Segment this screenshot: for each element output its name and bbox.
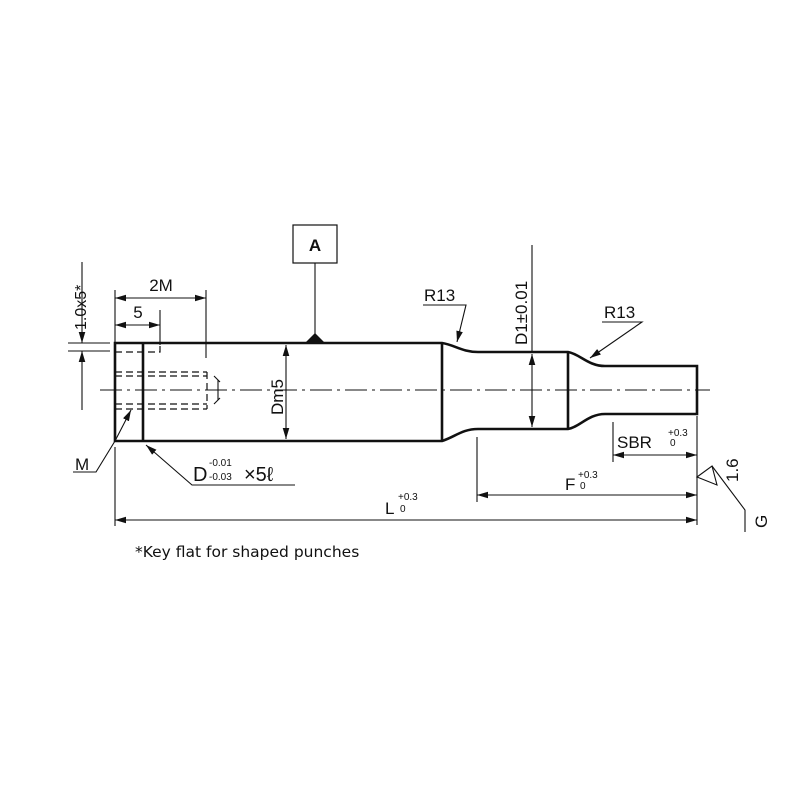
hidden-hole-lines: [115, 345, 221, 410]
roughness-grade: G: [752, 515, 771, 528]
dim-dm5: Dm5: [268, 345, 290, 439]
dim-d1-label: D1±0.01: [512, 281, 531, 345]
dim-d: D -0.01 -0.03 ×5ℓ: [145, 444, 295, 486]
dim-d-suffix: ×5ℓ: [244, 464, 274, 486]
radius-2: R13: [589, 303, 644, 359]
dim-5-label: 5: [133, 303, 142, 322]
dim-f-lower: 0: [580, 481, 586, 492]
dim-sbr-label: SBR: [617, 433, 652, 452]
dim-f-upper: +0.3: [578, 470, 598, 481]
dim-sbr: SBR +0.3 0: [612, 416, 698, 525]
thread-m-label: M: [75, 455, 89, 474]
chamfer-dimension: 1.0x5*: [68, 262, 110, 410]
dim-f: F +0.3 0: [476, 437, 697, 502]
datum-a: A: [292, 224, 338, 343]
surface-roughness-symbol: 1.6 G: [695, 458, 771, 532]
radius-1: R13: [423, 286, 467, 343]
dim-sbr-upper: +0.3: [668, 428, 688, 439]
dim-d-upper: -0.01: [209, 458, 232, 469]
dim-d1: D1±0.01: [512, 245, 536, 427]
dim-l: L +0.3 0: [114, 447, 697, 526]
dim-d-lower: -0.03: [209, 472, 232, 483]
dim-f-label: F: [565, 475, 575, 494]
footnote: *Key flat for shaped punches: [135, 543, 360, 561]
dim-l-lower: 0: [400, 504, 406, 515]
radius-2-label: R13: [604, 303, 635, 322]
dim-2m: 2M: [114, 276, 207, 358]
roughness-value: 1.6: [723, 458, 742, 482]
dim-5: 5: [115, 303, 161, 345]
datum-label: A: [309, 236, 321, 255]
punch-outline: [113, 341, 699, 443]
dim-dm5-label: Dm5: [268, 379, 287, 415]
dim-2m-label: 2M: [149, 276, 173, 295]
radius-1-label: R13: [424, 286, 455, 305]
dim-sbr-lower: 0: [670, 438, 676, 449]
chamfer-label: 1.0x5*: [73, 285, 90, 330]
dim-l-upper: +0.3: [398, 492, 418, 503]
dim-l-label: L: [385, 499, 394, 518]
dim-d-base: D: [193, 464, 207, 486]
thread-m: M: [73, 409, 132, 474]
